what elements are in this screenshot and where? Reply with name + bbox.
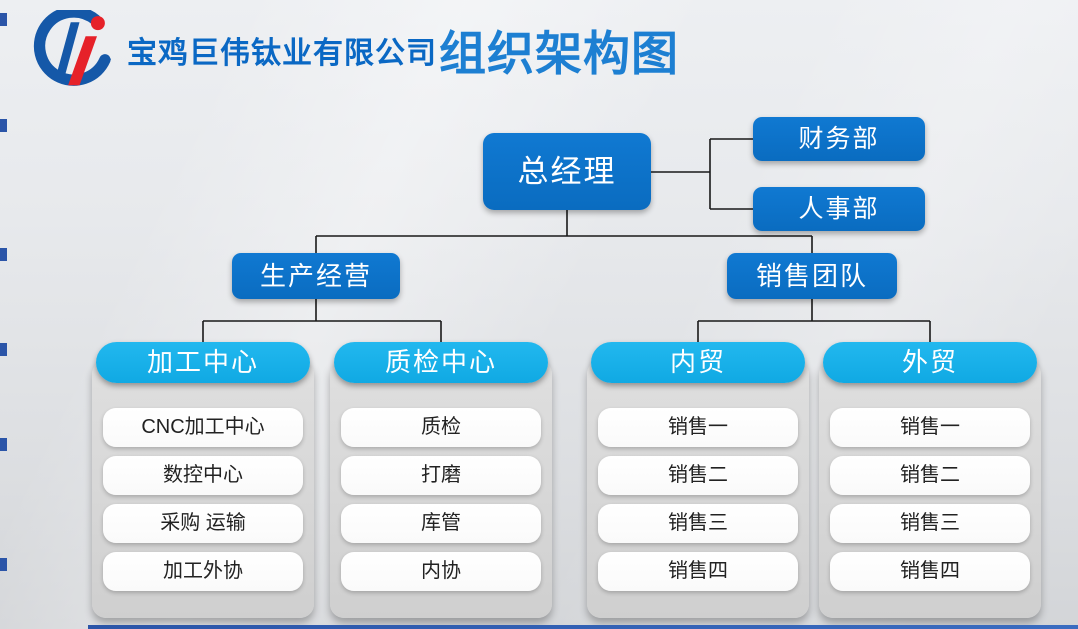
- org-item: 数控中心: [103, 456, 303, 495]
- edge-decor-square: [0, 248, 7, 261]
- bottom-decor-bar: [88, 625, 1078, 629]
- company-logo-icon: [33, 10, 111, 86]
- org-item: 内协: [341, 552, 541, 591]
- edge-decor-square: [0, 343, 7, 356]
- column-header: 加工中心: [96, 342, 310, 383]
- org-item: 销售二: [830, 456, 1030, 495]
- edge-decor-square: [0, 119, 7, 132]
- column-foreign-trade: 外贸 销售一 销售二 销售三 销售四: [819, 342, 1041, 618]
- header: 宝鸡巨伟钛业有限公司 组织架构图: [25, 8, 679, 96]
- org-item: 销售三: [830, 504, 1030, 543]
- org-item: 质检: [341, 408, 541, 447]
- node-production-operations: 生产经营: [232, 253, 400, 299]
- edge-decor-square: [0, 438, 7, 451]
- node-sales-team: 销售团队: [727, 253, 897, 299]
- column-header: 内贸: [591, 342, 805, 383]
- column-items: CNC加工中心 数控中心 采购 运输 加工外协: [92, 408, 314, 591]
- column-items: 质检 打磨 库管 内协: [330, 408, 552, 591]
- org-item: 打磨: [341, 456, 541, 495]
- column-items: 销售一 销售二 销售三 销售四: [587, 408, 809, 591]
- column-header: 质检中心: [334, 342, 548, 383]
- node-finance-dept: 财务部: [753, 117, 925, 161]
- org-item: 加工外协: [103, 552, 303, 591]
- org-item: 销售四: [598, 552, 798, 591]
- company-name: 宝鸡巨伟钛业有限公司: [127, 37, 437, 70]
- node-general-manager: 总经理: [483, 133, 651, 210]
- edge-decor-square: [0, 13, 7, 26]
- org-item: 销售一: [830, 408, 1030, 447]
- column-items: 销售一 销售二 销售三 销售四: [819, 408, 1041, 591]
- column-header: 外贸: [823, 342, 1037, 383]
- column-domestic-trade: 内贸 销售一 销售二 销售三 销售四: [587, 342, 809, 618]
- org-item: 库管: [341, 504, 541, 543]
- edge-decor-square: [0, 558, 7, 571]
- org-item: 销售二: [598, 456, 798, 495]
- org-item: 采购 运输: [103, 504, 303, 543]
- column-machining-center: 加工中心 CNC加工中心 数控中心 采购 运输 加工外协: [92, 342, 314, 618]
- node-hr-dept: 人事部: [753, 187, 925, 231]
- column-quality-center: 质检中心 质检 打磨 库管 内协: [330, 342, 552, 618]
- org-item: 销售四: [830, 552, 1030, 591]
- org-item: CNC加工中心: [103, 408, 303, 447]
- org-item: 销售一: [598, 408, 798, 447]
- org-item: 销售三: [598, 504, 798, 543]
- page-title: 组织架构图: [439, 26, 679, 80]
